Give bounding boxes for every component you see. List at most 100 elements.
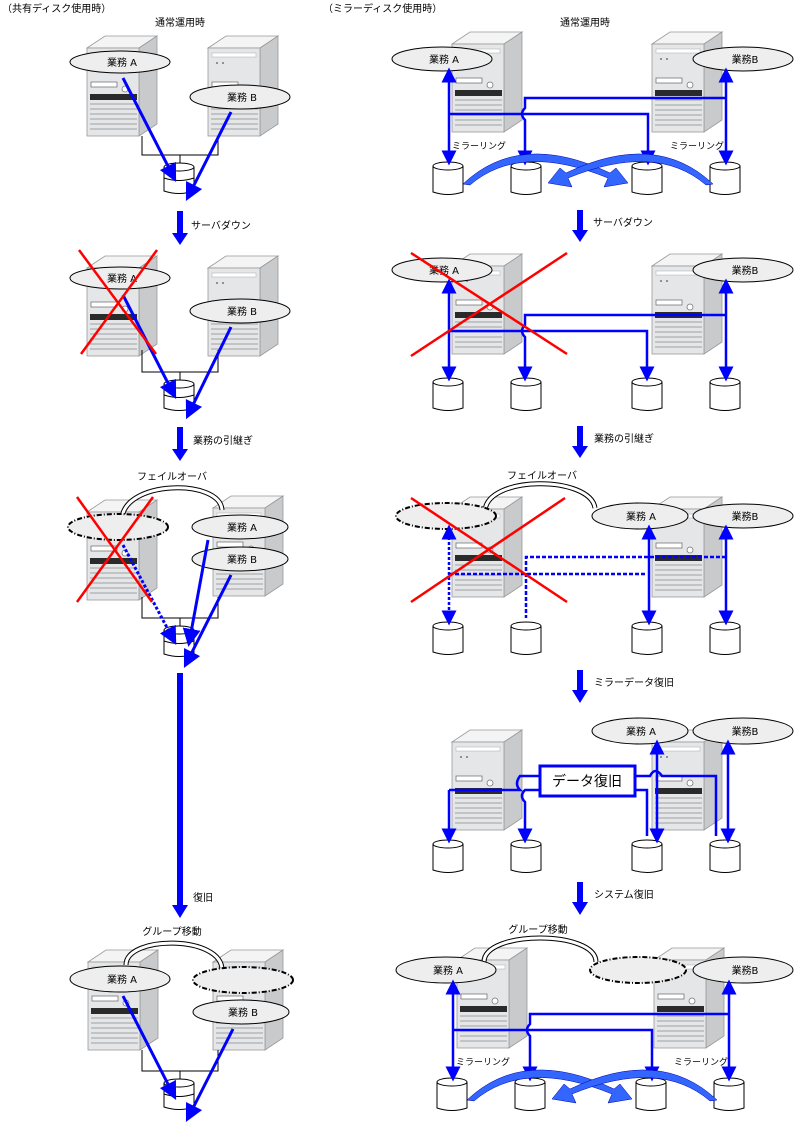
svg-text:業務 A: 業務 A: [429, 53, 459, 66]
down-arrow-icon: [572, 446, 588, 458]
disk-a2: [514, 1077, 546, 1111]
svg-text:システム復旧: システム復旧: [594, 888, 654, 901]
right-stage-server-down: 業務 A 業務B: [391, 251, 794, 411]
svg-text:サーバダウン: サーバダウン: [191, 219, 251, 232]
data-restore-label: データ復旧: [552, 773, 622, 790]
service-a-bubble: [591, 717, 689, 745]
stage-title: グループ移動: [508, 923, 567, 936]
left-stage-normal: 通常運用時 業務 A 業務 B: [69, 16, 291, 202]
service-a-label: 業務 A: [107, 56, 137, 69]
left-transition-1: サーバダウン: [172, 211, 251, 245]
left-stage-group-move: グループ移動 業務 A 業務 B: [69, 925, 294, 1123]
service-a-bubble: [591, 502, 689, 530]
disk-a2: [510, 621, 542, 655]
down-arrow-icon: [572, 230, 588, 242]
left-stage-server-down: 業務 A 業務 B: [69, 249, 291, 420]
server-b: [651, 31, 723, 133]
service-a-bubble: [69, 50, 171, 74]
service-b-bubble: [192, 999, 290, 1025]
svg-text:業務B: 業務B: [732, 964, 759, 977]
down-arrow-icon: [172, 905, 188, 918]
disk-b2: [709, 839, 741, 873]
stage-title: フェイルオーバ: [137, 471, 207, 483]
disk-b1: [631, 377, 663, 411]
mirroring-label: ミラーリング: [452, 140, 506, 152]
group-move-arrow-icon: [124, 941, 224, 971]
service-a-ghost: [395, 502, 497, 530]
disk-b1: [635, 1077, 667, 1111]
disk-a1: [432, 839, 464, 873]
svg-text:業務 B: 業務 B: [227, 553, 257, 566]
disk-b2: [709, 377, 741, 411]
left-transition-2: 業務の引継ぎ: [172, 427, 253, 461]
link-a: [121, 77, 177, 183]
stage-title: 通常運用時: [155, 16, 205, 29]
mirroring-label: ミラーリング: [456, 1056, 510, 1068]
right-transition-4: システム復旧: [572, 882, 654, 915]
right-transition-3: ミラーデータ復旧: [572, 670, 674, 703]
service-b-bubble: [692, 46, 794, 72]
left-stage-failover: フェイルオーバ 業務 A 業務 B: [67, 471, 289, 669]
server-a: [87, 949, 159, 1051]
failover-arrow-icon: [120, 486, 224, 521]
mirror-arrow-icon: [547, 153, 714, 188]
disk-b1: [631, 621, 663, 655]
disk-a1: [436, 1077, 468, 1111]
disk-b2: [713, 1077, 745, 1111]
right-heading: （ミラーディスク使用時）: [323, 2, 442, 15]
disk-a1: [432, 161, 464, 195]
disk-a1: [432, 377, 464, 411]
down-arrow-icon: [172, 449, 188, 461]
right-transition-2: 業務の引継ぎ: [572, 426, 654, 458]
svg-text:業務 A: 業務 A: [107, 973, 137, 986]
link-b: [185, 111, 233, 202]
svg-text:業務 A: 業務 A: [626, 725, 656, 738]
disk-b2: [709, 161, 741, 195]
svg-text:業務の引継ぎ: 業務の引継ぎ: [193, 434, 253, 447]
mirroring-label: ミラーリング: [670, 140, 724, 152]
disk-a2: [510, 377, 542, 411]
server-b: [212, 495, 284, 597]
disk-b2: [709, 621, 741, 655]
svg-text:業務 A: 業務 A: [433, 964, 463, 977]
svg-text:業務 B: 業務 B: [227, 305, 257, 318]
down-arrow-icon: [572, 902, 588, 915]
svg-text:業務 A: 業務 A: [429, 264, 459, 277]
service-b-bubble: [189, 298, 291, 324]
service-a-ghost: [192, 966, 294, 994]
svg-text:復旧: 復旧: [193, 891, 213, 904]
group-move-arrow-icon: [482, 936, 598, 963]
down-arrow-icon: [572, 690, 588, 703]
svg-text:業務 A: 業務 A: [227, 521, 257, 534]
mirror-arrow-icon: [466, 1069, 633, 1104]
service-b-bubble: [191, 546, 289, 572]
mirror-arrow-icon: [462, 153, 629, 188]
right-stage-data-restore: 業務 A 業務B データ復旧: [432, 717, 794, 873]
stage-title: グループ移動: [142, 925, 201, 938]
mirroring-label: ミラーリング: [674, 1056, 728, 1068]
disk-a1: [432, 621, 464, 655]
svg-text:業務B: 業務B: [732, 725, 759, 738]
disk-b1: [631, 839, 663, 873]
svg-text:業務の引継ぎ: 業務の引継ぎ: [594, 432, 654, 445]
mirror-arrow-icon: [551, 1069, 718, 1104]
disk-a2: [510, 839, 542, 873]
stage-title: 通常運用時: [560, 16, 610, 29]
disk-a2: [510, 161, 542, 195]
right-stage-group-move: グループ移動 業務 A 業務B ミラーリング ミラーリング: [395, 923, 794, 1111]
svg-text:業務B: 業務B: [732, 510, 759, 523]
stage-title: フェイルオーバ: [507, 470, 577, 482]
service-b-bubble: [692, 717, 794, 745]
left-transition-3: 復旧: [172, 673, 213, 918]
service-b-bubble: [189, 84, 291, 110]
failover-arrow-icon: [483, 482, 597, 513]
right-stage-normal: 通常運用時 業務 A 業務B ミラーリング ミラーリング: [391, 16, 794, 195]
data-restore-box: [538, 764, 637, 798]
service-b-bubble: [692, 956, 794, 984]
left-heading: （共有ディスク使用時）: [2, 2, 111, 15]
disk-b1: [631, 161, 663, 195]
svg-text:業務 A: 業務 A: [626, 510, 656, 523]
service-a-bubble: [69, 965, 171, 993]
service-b-bubble: [692, 257, 794, 283]
